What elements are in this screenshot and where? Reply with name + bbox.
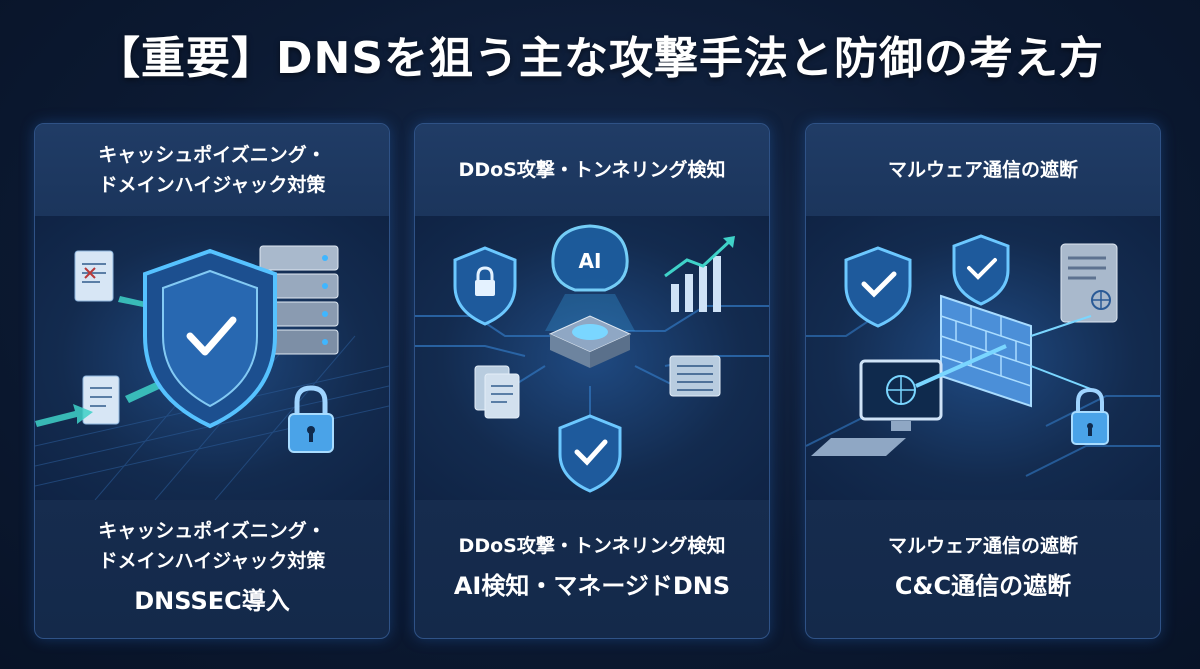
card-footer: マルウェア通信の遮断 C&C通信の遮断 [806, 500, 1160, 638]
lock-shield-icon [453, 246, 517, 326]
lock-icon [1071, 387, 1109, 445]
ai-badge: AI [579, 249, 602, 273]
card-ddos-detection: DDoS攻撃・トンネリング検知 AI [414, 123, 770, 639]
firewall-icon [940, 294, 1032, 408]
document-stack-icon [474, 365, 520, 419]
shield-check-icon [143, 248, 277, 429]
card-footer: キャッシュポイズニング・ ドメインハイジャック対策 DNSSEC導入 [35, 500, 389, 638]
shield-check-icon [844, 246, 912, 328]
ai-brain-icon: AI [545, 224, 635, 331]
card-header-line: マルウェア通信の遮断 [887, 159, 1078, 181]
card-footer-line: キャッシュポイズニング・ [98, 520, 326, 542]
card-header: キャッシュポイズニング・ ドメインハイジャック対策 [35, 124, 389, 217]
card-footer-line: ドメインハイジャック対策 [98, 550, 326, 572]
card-malware-block: マルウェア通信の遮断 [805, 123, 1161, 639]
beam [915, 315, 1097, 392]
card-highlight: DNSSEC導入 [134, 587, 290, 615]
card-header: マルウェア通信の遮断 [806, 124, 1160, 217]
server-globe-icon [1060, 243, 1118, 323]
document-icon [82, 375, 120, 425]
ai-detection-illustration: AI [415, 224, 769, 493]
card-footer-line: マルウェア通信の遮断 [887, 535, 1078, 557]
dns-security-illustration [35, 245, 389, 500]
document-icon [74, 250, 114, 302]
card-illustration [806, 216, 1160, 500]
card-header-line: DDoS攻撃・トンネリング検知 [458, 159, 726, 181]
card-header-line: キャッシュポイズニング・ [98, 144, 326, 166]
card-header: DDoS攻撃・トンネリング検知 [415, 124, 769, 217]
shield-check-icon [952, 234, 1010, 306]
card-footer-line: DDoS攻撃・トンネリング検知 [458, 535, 726, 557]
card-footer: DDoS攻撃・トンネリング検知 AI検知・マネージドDNS [415, 500, 769, 638]
firewall-illustration [806, 234, 1160, 477]
hub-device-icon [548, 315, 632, 368]
monitor-globe-icon [811, 359, 943, 456]
card-illustration: AI [415, 216, 769, 500]
shield-check-icon [558, 414, 622, 493]
page-title: 【重要】DNSを狙う主な攻撃手法と防御の考え方 [95, 33, 1105, 84]
card-header-line: ドメインハイジャック対策 [98, 174, 326, 196]
server-icon [259, 245, 339, 355]
chart-up-icon [664, 236, 735, 312]
lock-icon [288, 385, 334, 453]
card-cache-poisoning: キャッシュポイズニング・ ドメインハイジャック対策 [34, 123, 390, 639]
table-panel-icon [669, 355, 721, 397]
card-highlight: C&C通信の遮断 [894, 572, 1072, 600]
card-highlight: AI検知・マネージドDNS [453, 572, 731, 600]
card-illustration [35, 216, 389, 500]
